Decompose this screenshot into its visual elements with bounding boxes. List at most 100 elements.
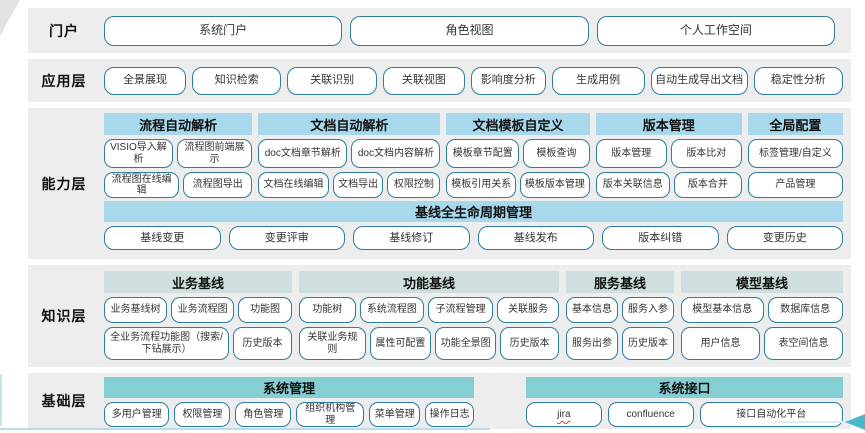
base-box-jira: jira (557, 408, 571, 420)
know-box-model-basic-info: 模型基本信息 (681, 297, 764, 323)
know-box-user-info: 用户信息 (681, 327, 760, 360)
cap-box-template-chapter-config: 模板章节配置 (446, 139, 520, 168)
cap-box-flowchart-frontend: 流程图前端展示 (176, 139, 253, 168)
foundation-layer-label: 基础层 (41, 393, 87, 409)
foundation-group-system-mgmt: 系统管理 多用户管理 权限管理 角色管理 组织机构管理 菜单管理 操作日志 (104, 377, 474, 427)
cap-box-version-mgmt: 版本管理 (595, 139, 667, 168)
foundation-group-header: 系统管理 (104, 377, 474, 398)
app-box-impact-analysis: 影响度分析 (470, 66, 546, 95)
foundation-gap (474, 377, 526, 427)
base-box-permission-mgmt: 权限管理 (174, 402, 231, 427)
know-box-history-version: 历史版本 (622, 327, 674, 360)
capability-group-header: 全局配置 (747, 113, 843, 135)
baseline-box-version-correct: 版本纠错 (602, 226, 719, 250)
app-box-knowledge-search: 知识检索 (192, 66, 282, 95)
base-box-confluence: confluence (607, 402, 694, 427)
cap-box-visio-import: VISIO导入解析 (104, 139, 173, 168)
cap-box-doc-chapter-parse: doc文档章节解析 (258, 139, 348, 168)
knowledge-group-function-baseline: 功能基线 功能树 系统流程图 子流程管理 关联服务 关联业务规则 属性可配置 功… (299, 271, 559, 360)
know-box-tablespace-info: 表空间信息 (764, 327, 843, 360)
knowledge-layer-band: 知识层 业务基线 业务基线树 业务流程图 功能图 全业务流程功能图（搜索/下钻展… (28, 265, 851, 367)
baseline-box-change-history: 变更历史 (726, 226, 843, 250)
portal-layer-band: 门户 系统门户 角色视图 个人工作空间 (28, 8, 851, 53)
portal-box-personal-workspace: 个人工作空间 (596, 15, 835, 46)
application-layer-label: 应用层 (41, 72, 87, 89)
knowledge-layer-label: 知识层 (41, 308, 87, 324)
know-box-history-version: 历史版本 (233, 327, 292, 360)
baseline-box-change: 基线变更 (104, 226, 221, 250)
baseline-box-release: 基线发布 (477, 226, 594, 250)
baseline-box-change-review: 变更评审 (228, 226, 345, 250)
know-box-history-version: 历史版本 (500, 327, 559, 360)
cap-box-product-mgmt: 产品管理 (747, 172, 843, 198)
knowledge-group-model-baseline: 模型基线 模型基本信息 数据库信息 用户信息 表空间信息 (681, 271, 843, 360)
cap-box-doc-online-edit: 文档在线编辑 (258, 172, 329, 198)
know-box-related-business-rules: 关联业务规则 (299, 327, 366, 360)
cap-box-version-relation: 版本关联信息 (595, 172, 670, 198)
cap-box-flowchart-export: 流程图导出 (183, 172, 253, 198)
cap-box-doc-export: 文档导出 (332, 172, 384, 198)
knowledge-group-header: 业务基线 (104, 271, 292, 293)
know-box-subprocess-mgmt: 子流程管理 (428, 297, 493, 323)
capability-group-doc-parse: 文档自动解析 doc文档章节解析 doc文档内容解析 文档在线编辑 文档导出 权… (258, 113, 441, 198)
bottom-border-line (0, 428, 490, 430)
left-edge-stripe (0, 374, 2, 426)
capability-group-template-custom: 文档模板自定义 模板章节配置 模板查询 模板引用关系 模板版本管理 (446, 113, 590, 198)
capability-group-header: 版本管理 (595, 113, 742, 135)
capability-group-version-mgmt: 版本管理 版本管理 版本比对 版本关联信息 版本合并 (595, 113, 742, 198)
know-box-service-input: 服务入参 (622, 297, 674, 323)
know-box-full-business-function-map: 全业务流程功能图（搜索/下钻展示） (104, 327, 230, 360)
cap-box-version-compare: 版本比对 (670, 139, 742, 168)
know-box-service-output: 服务出参 (566, 327, 618, 360)
foundation-group-system-interface: 系统接口 jira confluence 接口自动化平台 (526, 377, 843, 427)
know-box-basic-info: 基本信息 (566, 297, 618, 323)
portal-box-system-portal: 系统门户 (104, 15, 343, 46)
portal-box-role-view: 角色视图 (350, 15, 589, 46)
capability-group-header: 文档模板自定义 (446, 113, 590, 135)
know-box-related-services: 关联服务 (497, 297, 559, 323)
cap-box-template-reference: 模板引用关系 (446, 172, 517, 198)
cap-box-doc-content-parse: doc文档内容解析 (351, 139, 441, 168)
know-box-attr-configurable: 属性可配置 (369, 327, 431, 360)
knowledge-group-business-baseline: 业务基线 业务基线树 业务流程图 功能图 全业务流程功能图（搜索/下钻展示） 历… (104, 271, 292, 360)
knowledge-group-service-baseline: 服务基线 基本信息 服务入参 服务出参 历史版本 (566, 271, 674, 360)
know-box-function-diagram: 功能图 (238, 297, 292, 323)
base-box-multiuser-mgmt: 多用户管理 (104, 402, 170, 427)
connector-line (775, 421, 845, 423)
knowledge-group-header: 模型基线 (681, 271, 843, 293)
base-box-org-mgmt: 组织机构管理 (296, 402, 365, 427)
app-box-relation-view: 关联视图 (382, 66, 465, 95)
left-arrow-icon (845, 414, 865, 430)
know-box-business-tree: 业务基线树 (104, 297, 168, 323)
foundation-layer-band: 基础层 系统管理 多用户管理 权限管理 角色管理 组织机构管理 菜单管理 操作日… (28, 373, 851, 429)
corner-decoration (0, 0, 20, 36)
capability-group-process-parse: 流程自动解析 VISIO导入解析 流程图前端展示 流程图在线编辑 流程图导出 (104, 113, 253, 198)
capability-group-header: 流程自动解析 (104, 113, 253, 135)
know-box-system-flowchart: 系统流程图 (359, 297, 425, 323)
know-box-function-tree: 功能树 (299, 297, 356, 323)
application-layer-band: 应用层 全景展现 知识检索 关联识别 关联视图 影响度分析 生成用例 自动生成导… (28, 59, 851, 102)
app-box-stability-analysis: 稳定性分析 (753, 66, 843, 95)
base-box-operation-log: 操作日志 (425, 402, 474, 427)
know-box-business-flowchart: 业务流程图 (171, 297, 235, 323)
app-box-auto-export-doc: 自动生成导出文档 (650, 66, 748, 95)
app-box-relation-identify: 关联识别 (287, 66, 377, 95)
cap-box-tag-mgmt-custom: 标签管理/自定义 (747, 139, 843, 168)
baseline-lifecycle-header: 基线全生命周期管理 (104, 201, 843, 222)
baseline-box-revision: 基线修订 (353, 226, 470, 250)
base-box-role-mgmt: 角色管理 (235, 402, 292, 427)
foundation-group-header: 系统接口 (526, 377, 843, 398)
capability-layer-label: 能力层 (41, 175, 87, 192)
knowledge-group-header: 服务基线 (566, 271, 674, 293)
know-box-database-info: 数据库信息 (767, 297, 843, 323)
capability-group-global-config: 全局配置 标签管理/自定义 产品管理 (747, 113, 843, 198)
app-box-generate-usecase: 生成用例 (551, 66, 645, 95)
knowledge-group-header: 功能基线 (299, 271, 559, 293)
base-box-menu-mgmt: 菜单管理 (369, 402, 421, 427)
portal-layer-label: 门户 (49, 22, 79, 39)
cap-box-permission-control: 权限控制 (387, 172, 441, 198)
cap-box-flowchart-online-edit: 流程图在线编辑 (104, 172, 180, 198)
app-box-panorama: 全景展现 (104, 66, 187, 95)
base-box-interface-automation: 接口自动化平台 (699, 402, 843, 427)
cap-box-version-merge: 版本合并 (673, 172, 742, 198)
